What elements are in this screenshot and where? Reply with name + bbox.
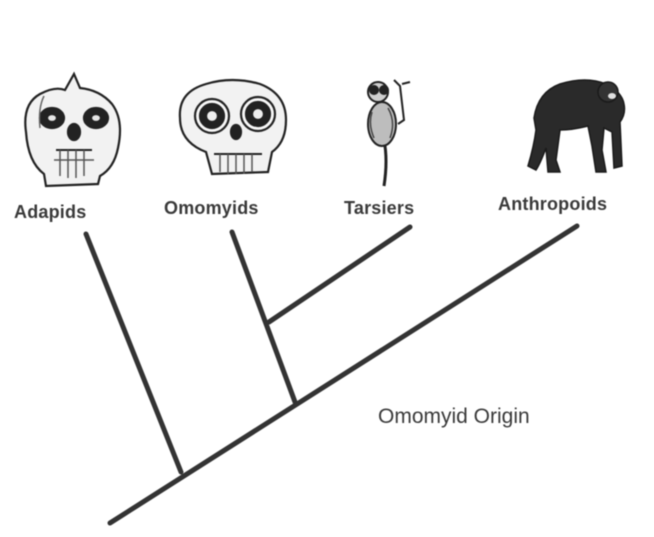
tarsiers-branch — [269, 227, 410, 322]
taxon-label-anthropoids: Anthropoids — [498, 194, 607, 215]
omomyids-branch — [232, 232, 295, 402]
adapid-skull-icon — [25, 74, 120, 186]
taxon-label-tarsiers: Tarsiers — [344, 198, 414, 219]
adapids-branch — [86, 234, 181, 472]
taxon-label-omomyids: Omomyids — [164, 198, 259, 219]
chimpanzee-icon — [528, 80, 625, 172]
omomyid-skull-icon — [180, 80, 286, 174]
tarsier-icon — [368, 80, 410, 186]
taxon-label-adapids: Adapids — [14, 202, 86, 223]
origin-annotation: Omomyid Origin — [378, 405, 530, 429]
